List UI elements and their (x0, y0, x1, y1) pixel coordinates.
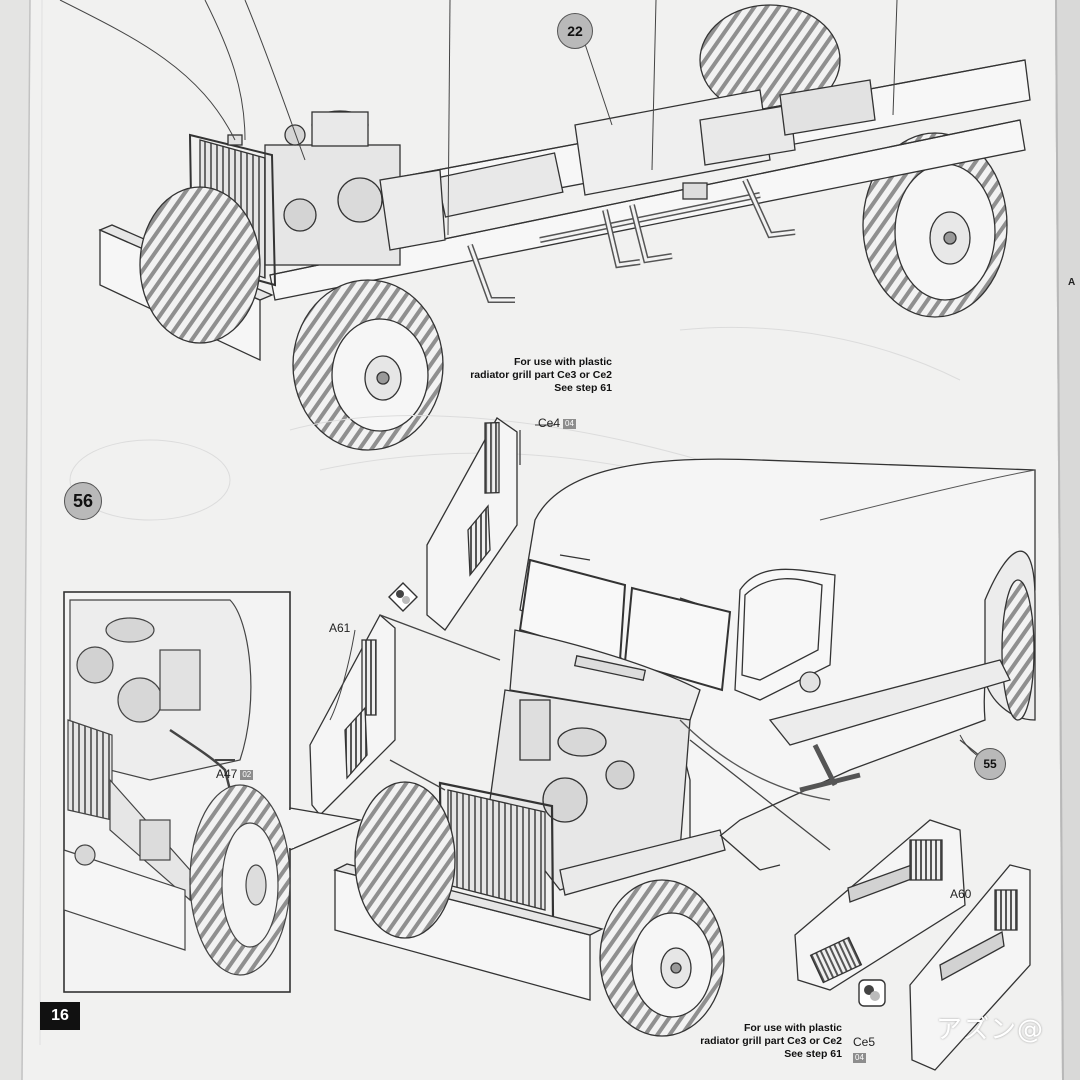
part-id: Ce4 (538, 416, 561, 430)
note-line: See step 61 (784, 1048, 842, 1060)
step-22-marker: 22 (557, 13, 593, 49)
part-id: A47 (216, 767, 238, 781)
sprue-code-badge: 04 (563, 418, 576, 429)
page-number: 16 (40, 1002, 80, 1030)
photo-etch-marker-icon (858, 979, 886, 1007)
note-line: radiator grill part Ce3 or Ce2 (700, 1035, 842, 1047)
note-line: For use with plastic (743, 1022, 842, 1034)
step-55-marker: 55 (974, 748, 1006, 780)
top-plastic-grill-note: For use with plastic radiator grill part… (440, 356, 612, 395)
bottom-plastic-grill-note: For use with plastic radiator grill part… (670, 1022, 842, 1061)
part-label-a61: A61 (329, 622, 350, 634)
part-label-ce5: Ce5 04 (853, 1036, 875, 1063)
side-panel-parts (309, 417, 1031, 1071)
chassis-illustration (59, 0, 1031, 451)
step-56-marker: 56 (64, 482, 102, 520)
note-line: For use with plastic (513, 356, 612, 368)
photo-etch-marker-icon (388, 582, 418, 612)
sprue-code-badge: 02 (240, 769, 254, 780)
detail-inset (63, 591, 363, 993)
part-id: Ce5 (853, 1035, 876, 1049)
sprue-code-badge: 04 (853, 1052, 866, 1063)
part-label-a60: A60 (950, 888, 971, 900)
note-line: See step 61 (554, 382, 612, 394)
watermark-text: アズン@ (935, 1015, 1044, 1045)
part-id: A60 (950, 887, 972, 901)
note-line: radiator grill part Ce3 or Ce2 (470, 369, 612, 381)
adjacent-page-text: A (1068, 277, 1076, 288)
truck-front-illustration (333, 458, 1036, 1037)
part-id: A61 (329, 621, 351, 635)
